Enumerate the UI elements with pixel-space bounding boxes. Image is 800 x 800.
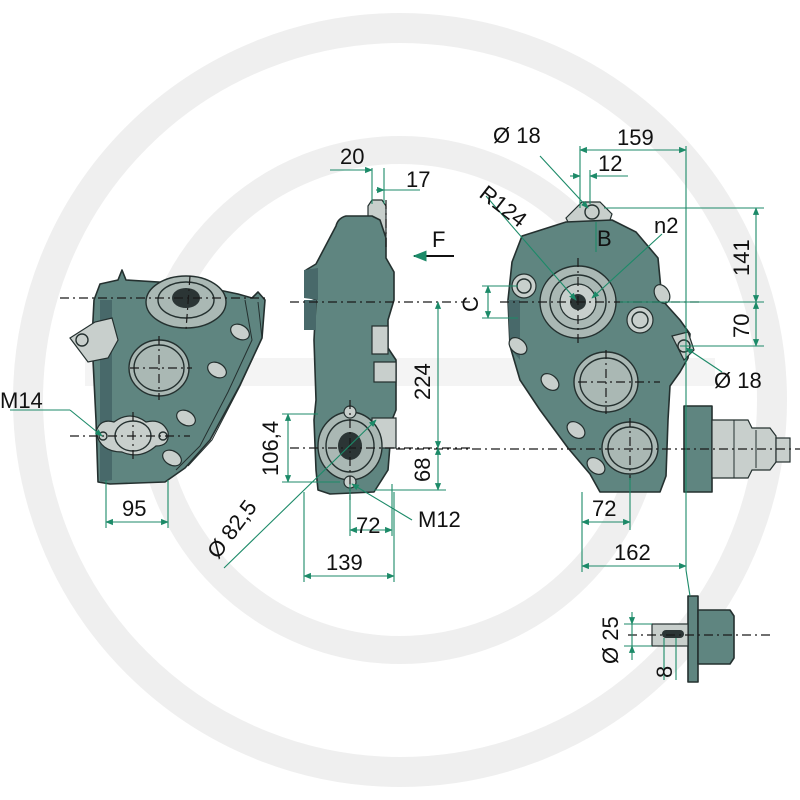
label-b: B <box>597 226 612 251</box>
dimension-labels: Ø 18 159 12 20 17 R124 n2 B F 141 C 70 Ø… <box>0 123 762 678</box>
label-c: C <box>458 296 483 312</box>
label-159: 159 <box>617 125 654 150</box>
label-m14: M14 <box>0 388 43 413</box>
label-224: 224 <box>410 363 435 400</box>
label-139: 139 <box>326 550 363 575</box>
label-72-front: 72 <box>592 496 616 521</box>
label-162: 162 <box>614 540 651 565</box>
label-72-side: 72 <box>356 513 380 538</box>
label-95: 95 <box>122 496 146 521</box>
label-20: 20 <box>340 144 364 169</box>
label-12: 12 <box>598 151 622 176</box>
label-d18-right: Ø 18 <box>714 368 762 393</box>
output-shaft-detail <box>628 595 770 683</box>
label-106-4: 106,4 <box>258 421 283 476</box>
label-d25: Ø 25 <box>598 616 623 664</box>
gearbox-front-view <box>396 201 800 493</box>
label-n2: n2 <box>654 213 678 238</box>
label-17: 17 <box>406 167 430 192</box>
label-8: 8 <box>652 666 677 678</box>
label-m12: M12 <box>418 507 461 532</box>
label-70: 70 <box>729 314 754 338</box>
label-d82-5: Ø 82,5 <box>202 495 262 563</box>
label-d18-top: Ø 18 <box>493 123 541 148</box>
dimension-lines <box>10 146 764 680</box>
label-f: F <box>432 227 445 252</box>
gearbox-rear-view <box>60 269 268 485</box>
label-141: 141 <box>729 239 754 276</box>
label-68: 68 <box>410 458 435 482</box>
